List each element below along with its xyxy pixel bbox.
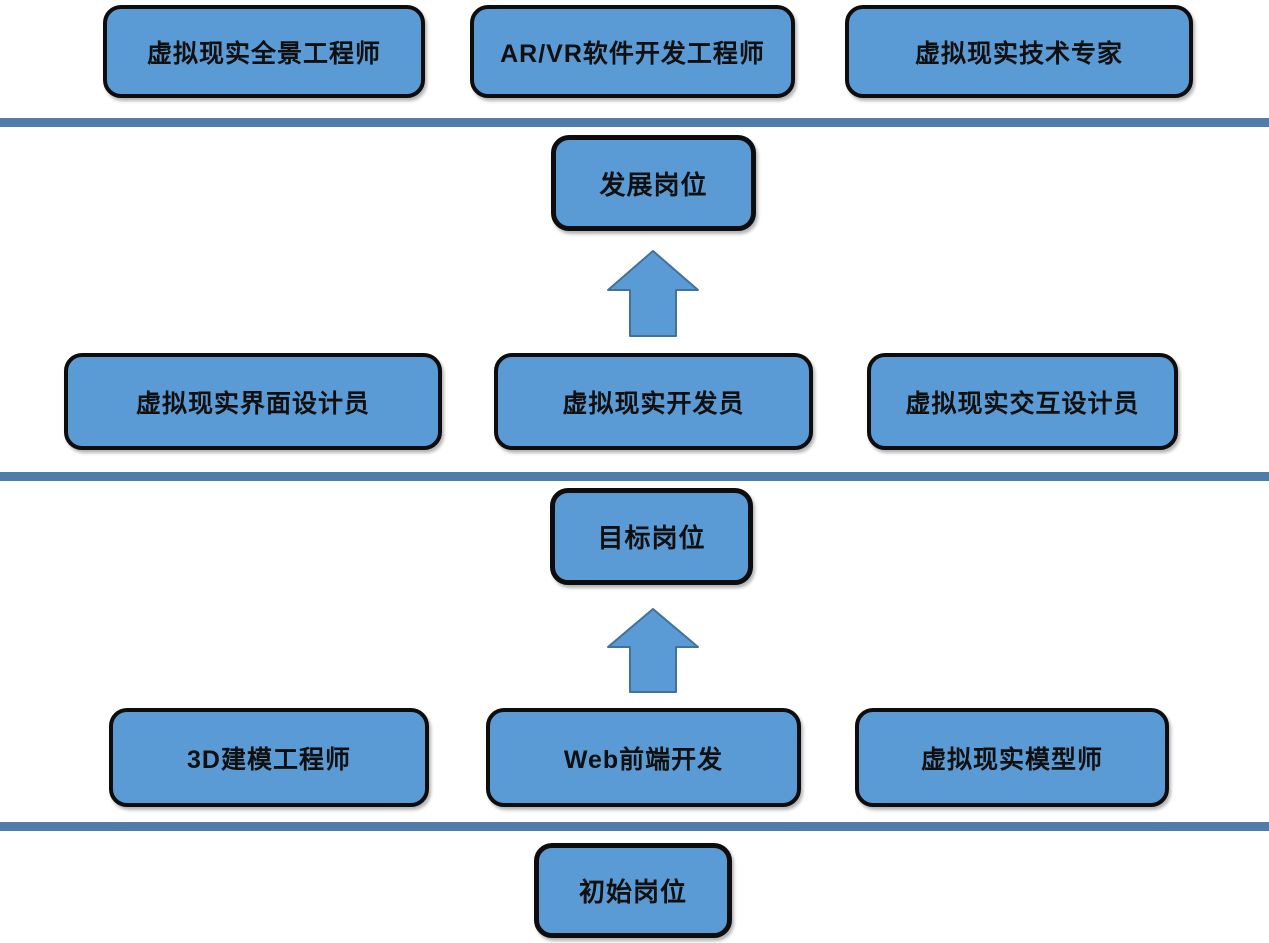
- job-box-vr-modeler: 虚拟现实模型师: [855, 708, 1169, 807]
- job-box-vr-tech-expert: 虚拟现实技术专家: [845, 5, 1193, 98]
- job-box-web-frontend: Web前端开发: [486, 708, 801, 807]
- tier-divider-bottom: [0, 822, 1269, 831]
- job-box-ui-designer: 虚拟现实界面设计员: [64, 353, 442, 450]
- job-box-3d-modeling-engineer: 3D建模工程师: [109, 708, 429, 807]
- up-arrow-icon: [607, 250, 699, 337]
- job-box-arvr-software-engineer: AR/VR软件开发工程师: [470, 5, 795, 98]
- job-box-vr-developer: 虚拟现实开发员: [494, 353, 813, 450]
- job-box-interaction-designer: 虚拟现实交互设计员: [867, 353, 1178, 450]
- stage-box-initial: 初始岗位: [534, 843, 732, 938]
- stage-box-target: 目标岗位: [550, 488, 753, 585]
- up-arrow-icon: [607, 608, 699, 693]
- job-box-panorama-engineer: 虚拟现实全景工程师: [103, 5, 425, 98]
- tier-divider-top: [0, 118, 1269, 127]
- tier-divider-middle: [0, 472, 1269, 481]
- stage-box-development: 发展岗位: [551, 135, 756, 231]
